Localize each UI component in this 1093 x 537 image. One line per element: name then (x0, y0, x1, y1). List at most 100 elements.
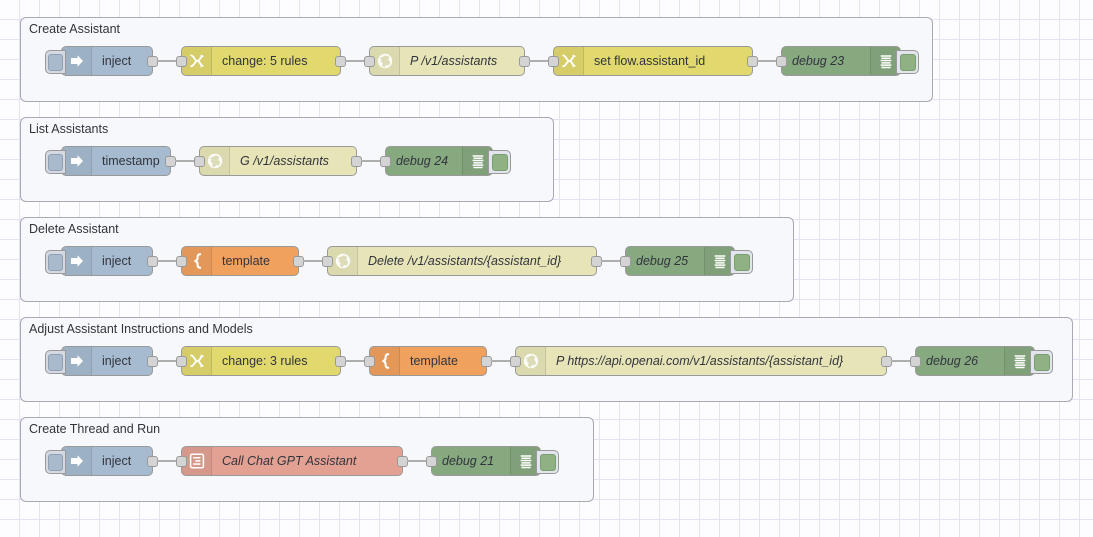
inject-arrow-icon (62, 247, 92, 275)
inject-trigger-button[interactable] (45, 450, 66, 474)
debug-toggle-knob (539, 453, 556, 471)
node-wire[interactable] (601, 260, 621, 262)
node-wire[interactable] (757, 60, 777, 62)
node-input-port[interactable] (510, 356, 521, 367)
debug-toggle-button[interactable] (536, 450, 559, 474)
debug-lines-icon (510, 447, 540, 475)
node-label: P https://api.openai.com/v1/assistants/{… (556, 354, 844, 368)
debug-toggle-knob (1033, 353, 1050, 371)
inject-trigger-knob (48, 53, 63, 71)
debug-lines-icon (704, 247, 734, 275)
node-wire[interactable] (157, 260, 177, 262)
template-brace-icon (182, 247, 212, 275)
node-wire[interactable] (407, 460, 427, 462)
globe-icon (200, 147, 230, 175)
node-input-port[interactable] (620, 256, 631, 267)
node-template[interactable]: template (176, 246, 304, 276)
node-debug[interactable]: debug 26 (910, 346, 1053, 376)
node-wire[interactable] (175, 160, 195, 162)
node-input-port[interactable] (910, 356, 921, 367)
node-inject[interactable]: inject (45, 346, 158, 376)
node-wire[interactable] (529, 60, 549, 62)
flow-group[interactable]: Create Assistant inject change: 5 rules P /… (20, 17, 933, 102)
flow-group[interactable]: Adjust Assistant Instructions and Models… (20, 317, 1073, 402)
flow-group[interactable]: List Assistants timestamp G /v1/assistants… (20, 117, 554, 202)
node-label: P /v1/assistants (410, 54, 498, 68)
node-label: debug 23 (792, 54, 845, 68)
node-input-port[interactable] (364, 56, 375, 67)
node-input-port[interactable] (176, 256, 187, 267)
node-openai[interactable]: Call Chat GPT Assistant (176, 446, 408, 476)
node-input-port[interactable] (548, 56, 559, 67)
inject-trigger-button[interactable] (45, 350, 66, 374)
node-debug[interactable]: debug 23 (776, 46, 919, 76)
change-swap-icon (182, 347, 212, 375)
node-wire[interactable] (157, 460, 177, 462)
node-wire[interactable] (345, 60, 365, 62)
node-input-port[interactable] (176, 356, 187, 367)
node-template[interactable]: template (364, 346, 492, 376)
node-inject[interactable]: inject (45, 246, 158, 276)
group-label: List Assistants (29, 122, 109, 136)
debug-lines-icon (1004, 347, 1034, 375)
globe-icon (516, 347, 546, 375)
node-input-port[interactable] (776, 56, 787, 67)
debug-lines-icon (870, 47, 900, 75)
inject-trigger-knob (48, 153, 63, 171)
node-label: debug 25 (636, 254, 689, 268)
node-inject[interactable]: inject (45, 46, 158, 76)
debug-toggle-button[interactable] (730, 250, 753, 274)
node-label: set flow.assistant_id (594, 54, 706, 68)
node-input-port[interactable] (364, 356, 375, 367)
node-label: G /v1/assistants (240, 154, 329, 168)
inject-trigger-button[interactable] (45, 50, 66, 74)
node-http[interactable]: Delete /v1/assistants/{assistant_id} (322, 246, 602, 276)
node-http[interactable]: P https://api.openai.com/v1/assistants/{… (510, 346, 892, 376)
debug-toggle-button[interactable] (1030, 350, 1053, 374)
inject-trigger-button[interactable] (45, 250, 66, 274)
node-wire[interactable] (303, 260, 323, 262)
inject-trigger-knob (48, 353, 63, 371)
node-wire[interactable] (157, 360, 177, 362)
node-input-port[interactable] (426, 456, 437, 467)
node-wire[interactable] (891, 360, 911, 362)
node-http[interactable]: P /v1/assistants (364, 46, 530, 76)
inject-arrow-icon (62, 347, 92, 375)
debug-toggle-button[interactable] (488, 150, 511, 174)
node-input-port[interactable] (176, 456, 187, 467)
node-label: Call Chat GPT Assistant (222, 454, 357, 468)
node-inject[interactable]: timestamp (45, 146, 176, 176)
node-input-port[interactable] (176, 56, 187, 67)
node-wire[interactable] (345, 360, 365, 362)
node-label: inject (102, 354, 132, 368)
node-label: inject (102, 454, 132, 468)
node-change[interactable]: change: 3 rules (176, 346, 346, 376)
node-label: template (410, 354, 458, 368)
node-input-port[interactable] (322, 256, 333, 267)
debug-toggle-button[interactable] (896, 50, 919, 74)
debug-lines-icon (462, 147, 492, 175)
node-debug[interactable]: debug 21 (426, 446, 559, 476)
node-input-port[interactable] (194, 156, 205, 167)
group-label: Create Assistant (29, 22, 121, 36)
node-wire[interactable] (491, 360, 511, 362)
inject-arrow-icon (62, 147, 92, 175)
node-label: change: 3 rules (222, 354, 308, 368)
node-http[interactable]: G /v1/assistants (194, 146, 362, 176)
node-inject[interactable]: inject (45, 446, 158, 476)
node-wire[interactable] (157, 60, 177, 62)
node-label: debug 21 (442, 454, 495, 468)
node-change[interactable]: change: 5 rules (176, 46, 346, 76)
node-change[interactable]: set flow.assistant_id (548, 46, 758, 76)
change-swap-icon (182, 47, 212, 75)
node-wire[interactable] (361, 160, 381, 162)
group-label: Delete Assistant (29, 222, 119, 236)
inject-trigger-button[interactable] (45, 150, 66, 174)
node-input-port[interactable] (380, 156, 391, 167)
flow-group[interactable]: Delete Assistant inject template Delete /v1… (20, 217, 794, 302)
node-debug[interactable]: debug 25 (620, 246, 753, 276)
debug-toggle-knob (899, 53, 916, 71)
node-debug[interactable]: debug 24 (380, 146, 511, 176)
